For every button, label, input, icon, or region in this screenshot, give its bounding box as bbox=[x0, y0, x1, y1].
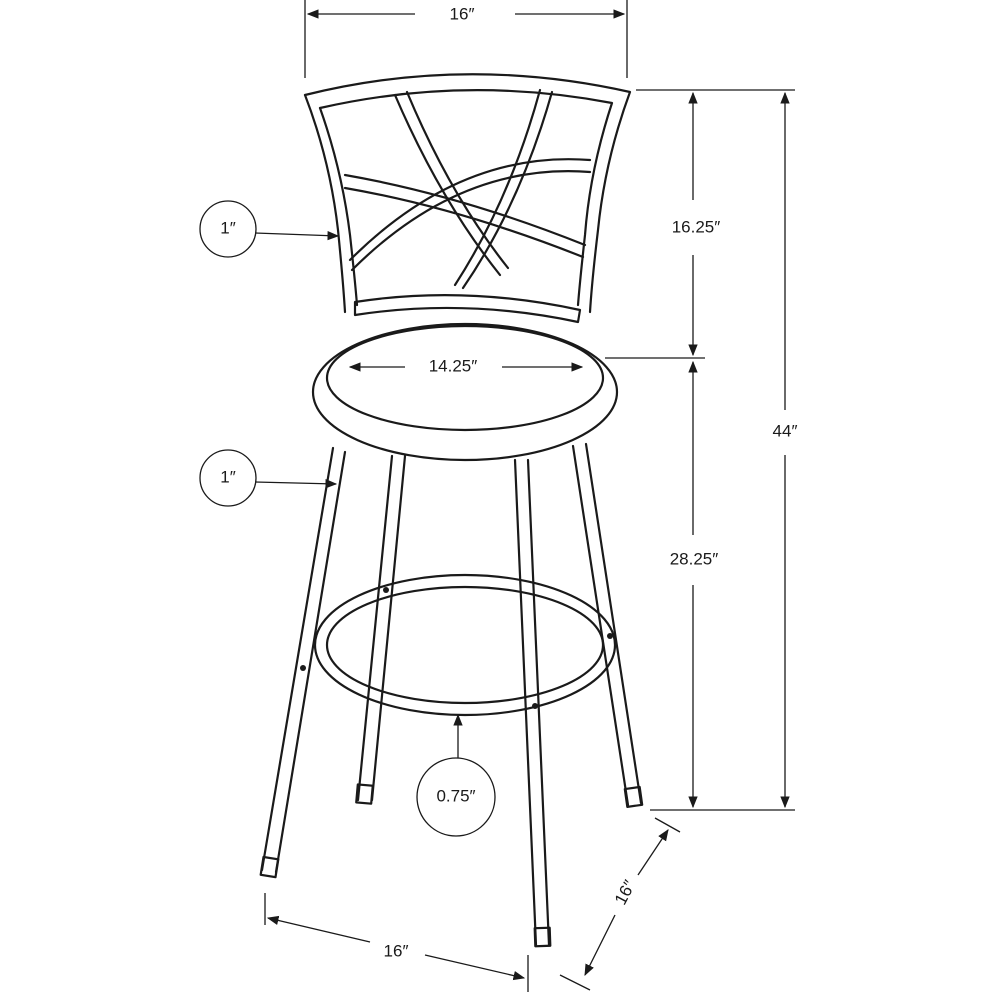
callout-circle-footrest-tube bbox=[416, 757, 496, 837]
label-base-width: 16″ bbox=[384, 941, 409, 960]
seat-outer-ring bbox=[311, 322, 619, 462]
label-seat-height: 28.25″ bbox=[670, 549, 719, 568]
callout-circle-back-tube bbox=[199, 200, 257, 258]
backrest-inner-left bbox=[318, 106, 359, 307]
label-footrest-tube: 0.75″ bbox=[436, 786, 475, 805]
label-seat-diameter: 14.25″ bbox=[429, 356, 478, 375]
label-overall-height: 44″ bbox=[773, 421, 798, 440]
dimension-lines bbox=[254, 0, 795, 992]
legs bbox=[259, 442, 644, 948]
label-back-frame-tube: 1″ bbox=[220, 218, 235, 237]
footrest-outer bbox=[313, 573, 617, 717]
label-base-depth: 16″ bbox=[611, 877, 639, 908]
backrest-frame-left bbox=[303, 93, 347, 314]
label-overall-width: 16″ bbox=[450, 4, 475, 23]
backrest-bottom-bar bbox=[353, 294, 582, 324]
backrest-inner-right bbox=[318, 89, 614, 307]
footrest-inner bbox=[325, 585, 605, 705]
backrest-cross-bars bbox=[343, 88, 592, 290]
label-back-height: 16.25″ bbox=[672, 217, 721, 236]
seat-cushion bbox=[325, 324, 605, 432]
stool-drawing bbox=[259, 73, 644, 948]
label-leg-tube: 1″ bbox=[220, 467, 235, 486]
callout-circle-leg-tube bbox=[199, 449, 257, 507]
backrest-frame-right bbox=[303, 73, 632, 314]
